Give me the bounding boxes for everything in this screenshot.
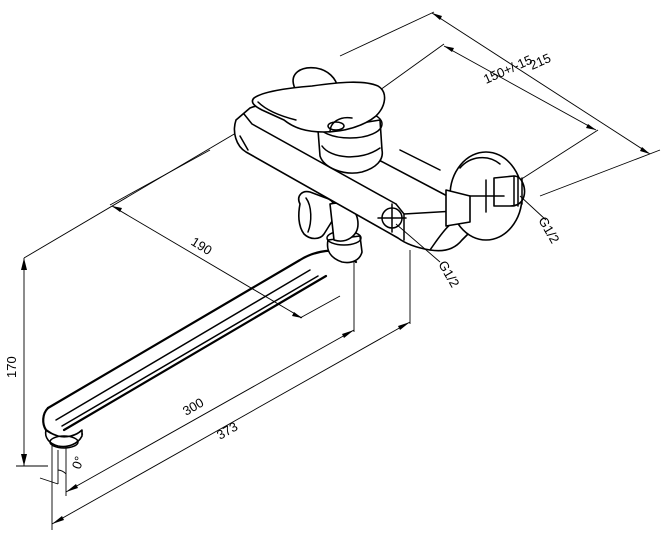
spout [42, 230, 363, 449]
wall-connection [395, 151, 547, 263]
thread-label-center: G1/2 [435, 258, 462, 290]
diverter-knob [297, 190, 359, 242]
mixer-lever [251, 66, 386, 174]
thread-label-right: G1/2 [535, 214, 562, 246]
dimension-373: 373 [214, 419, 240, 443]
dimension-170: 170 [4, 356, 19, 378]
dimension-lines [16, 11, 661, 530]
dimension-190: 190 [188, 234, 214, 258]
angle-label: 0° [69, 454, 87, 471]
